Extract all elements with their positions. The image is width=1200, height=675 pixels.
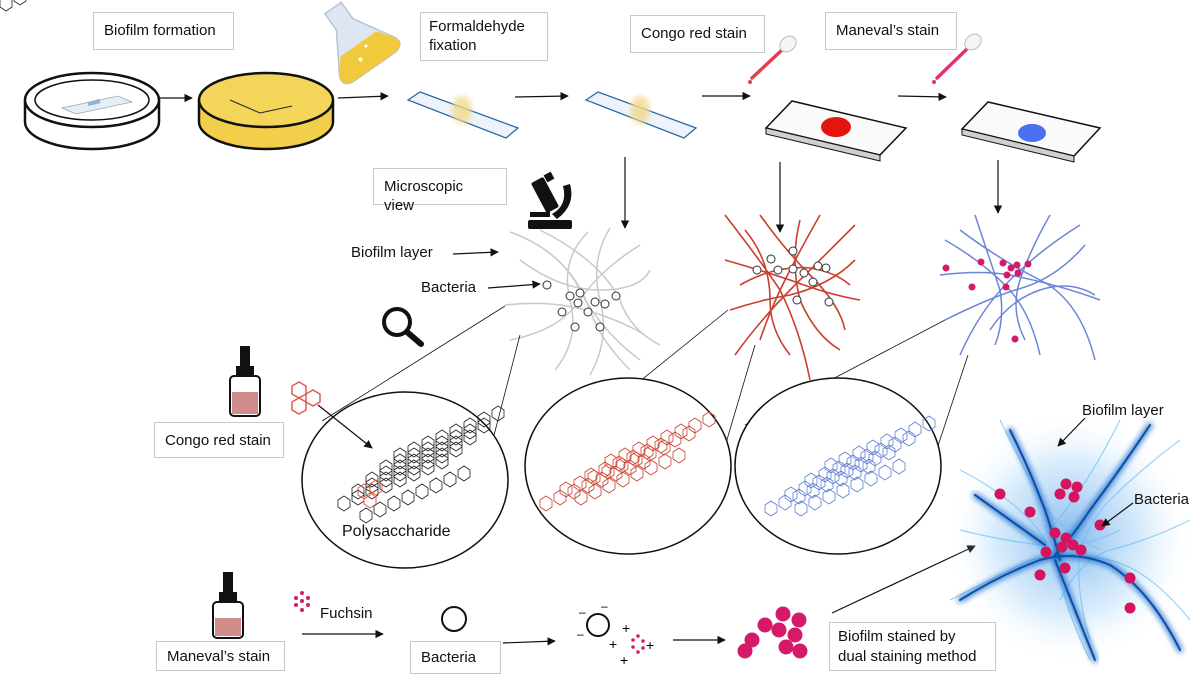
dropper-icon — [932, 33, 982, 84]
red-stained-slide-icon — [764, 100, 908, 162]
hexagon-molecule-icon — [291, 381, 321, 415]
bacteria-box-label: Bacteria — [410, 641, 501, 674]
glass-slide-icon — [406, 91, 520, 139]
bacteria-cells — [752, 246, 834, 307]
bacterium-icon — [441, 606, 467, 632]
biofilm-layer-label: Biofilm layer — [351, 244, 433, 261]
congo-red-stained-biofilm — [724, 214, 861, 381]
fuchsin-molecule-icon — [294, 591, 310, 612]
magnifier-icon — [382, 307, 424, 347]
svg-text:–: – — [577, 627, 584, 641]
congo-red-molecule — [357, 479, 383, 509]
svg-text:+: + — [622, 620, 630, 636]
congo-red-stain-left-label: Congo red stain — [154, 422, 284, 458]
bacteria-right-label: Bacteria — [1134, 491, 1190, 508]
dual-staining-label: Biofilm stained by dual staining method — [829, 622, 996, 671]
biofilm-formation-label: Biofilm formation — [93, 12, 234, 50]
manevals-stain-top-label: Maneval’s stain — [825, 12, 957, 50]
bacteria-label: Bacteria — [421, 279, 477, 296]
polysaccharide-label: Polysaccharide — [342, 523, 451, 540]
svg-text:+: + — [609, 636, 617, 652]
stained-bacteria-cluster — [737, 606, 808, 659]
microscope-icon — [528, 171, 572, 229]
flask-icon — [323, 1, 401, 85]
svg-text:–: – — [601, 599, 608, 613]
formaldehyde-fixation-label: Formaldehyde fixation — [420, 12, 548, 61]
polysaccharide-structure-black — [0, 0, 505, 524]
zoom-circle-stained-blue — [734, 377, 942, 555]
fuchsin-label: Fuchsin — [320, 605, 373, 622]
bacteria-cells — [542, 280, 621, 332]
biofilm-layer-right-label: Biofilm layer — [1082, 402, 1164, 419]
microscopic-view-label: Microscopic view — [373, 168, 507, 214]
empty-petri-dish-icon — [23, 71, 161, 151]
blue-stained-slide-icon — [960, 101, 1102, 163]
fuchsin-stained-bacteria — [942, 258, 1032, 343]
unstained-biofilm-fibers — [504, 227, 661, 376]
manevals-stain-bottom-label: Maneval’s stain — [156, 641, 285, 671]
zoom-circle-congo-red — [301, 391, 509, 569]
dropper-bottle-icon — [229, 346, 261, 417]
svg-text:+: + — [646, 637, 654, 653]
charged-bacterium-icon: – – – + + + + — [577, 599, 654, 668]
congo-red-stain-top-label: Congo red stain — [630, 15, 765, 53]
dropper-bottle-icon — [212, 572, 244, 639]
glass-slide-icon — [584, 91, 698, 139]
svg-text:+: + — [620, 652, 628, 668]
agar-petri-dish-icon — [197, 71, 335, 151]
dropper-icon — [748, 35, 797, 84]
svg-text:–: – — [579, 605, 586, 619]
manevals-stained-biofilm — [939, 214, 1101, 361]
